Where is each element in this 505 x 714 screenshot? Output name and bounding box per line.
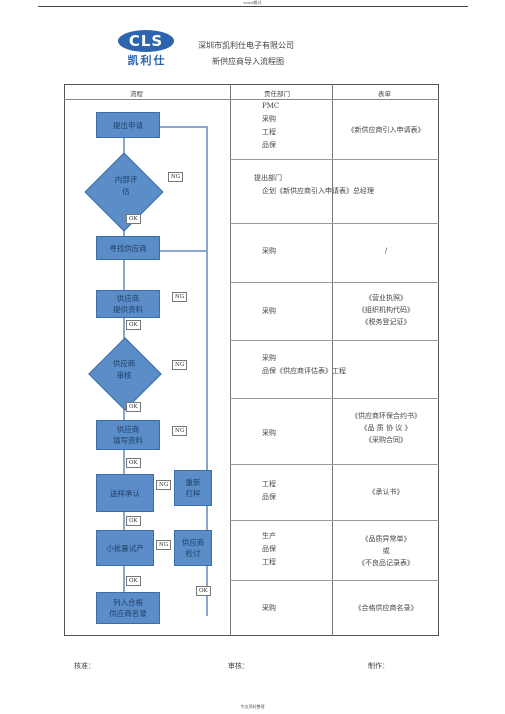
ok-label: OK xyxy=(126,576,141,586)
loop-mid xyxy=(160,250,208,252)
col-header-form: 表单 xyxy=(378,90,391,98)
form-cell: 《供应商环保合约书》《品 质 协 议 》《采购合同》 xyxy=(351,412,421,444)
decision-review-label: 内部评估 xyxy=(114,175,138,196)
step-resample: 重新打样 xyxy=(174,470,212,506)
ok-label: OK xyxy=(126,516,141,526)
dept-cell: 采购 xyxy=(262,247,276,255)
step-small-batch-trial: 小批量试产 xyxy=(96,530,154,566)
step-submit: 提出申请 xyxy=(96,112,160,138)
company-name: 深圳市凯利仕电子有限公司 xyxy=(198,41,294,50)
ng-label: NG xyxy=(172,360,188,370)
row-line xyxy=(230,223,439,224)
ng-label: NG xyxy=(168,172,184,182)
make-label: 制作： xyxy=(368,662,389,670)
dept-cell: 采购品保《供应商评估表》工程 xyxy=(262,354,346,375)
bottom-note: 专业资料整理 xyxy=(240,704,265,709)
form-cell: 《合格供应商名录》 xyxy=(354,604,418,612)
col-divider-1 xyxy=(230,84,231,636)
row-line xyxy=(230,398,439,399)
dept-cell: 采购 xyxy=(262,604,276,612)
dept-cell: 工程品保 xyxy=(262,480,276,501)
form-cell: 《品质异常单》或《不良品记录表》 xyxy=(358,535,414,567)
ng-label: NG xyxy=(172,426,188,436)
decision-audit-label: 供应商审核 xyxy=(112,359,136,380)
ok-label: OK xyxy=(126,320,141,330)
dept-cell: 生产品保工程 xyxy=(262,532,276,566)
process-table xyxy=(64,84,439,636)
row-line xyxy=(230,159,439,160)
review-label: 审核： xyxy=(228,662,249,670)
row-line xyxy=(230,520,439,521)
dept-cell: 采购 xyxy=(262,429,276,437)
ok-label: OK xyxy=(126,402,141,412)
approve-label: 核准： xyxy=(74,662,95,670)
logo-mark: CLS xyxy=(118,30,174,52)
top-note: word格式 xyxy=(243,0,262,5)
ok-label: OK xyxy=(126,214,141,224)
step-qualified-list: 列入合格供应商名录 xyxy=(96,592,160,624)
dept-cell: 采购 xyxy=(262,307,276,315)
loop-line xyxy=(206,126,208,616)
form-cell: / xyxy=(384,247,388,255)
col-header-dept: 责任部门 xyxy=(264,90,290,98)
row-line xyxy=(230,282,439,283)
logo-cn: 凯利仕 xyxy=(127,54,167,67)
col-header-process: 流程 xyxy=(130,90,143,98)
row-line xyxy=(230,340,439,341)
ok-label: OK xyxy=(196,586,211,596)
col-divider-2 xyxy=(332,84,333,636)
ok-label: OK xyxy=(126,458,141,468)
header-rule xyxy=(38,6,468,7)
form-cell: 《营业执照》《组织机构代码》《税务登记证》 xyxy=(358,294,414,326)
form-cell: 《承认书》 xyxy=(368,488,404,496)
loop-top xyxy=(160,126,208,128)
ng-label: NG xyxy=(172,292,188,302)
row-line xyxy=(230,580,439,581)
step-sample-approval: 送样承认 xyxy=(96,474,154,512)
ng-label: NG xyxy=(156,480,172,490)
ng-label: NG xyxy=(156,540,172,550)
step-supplier-review: 供应商检讨 xyxy=(174,530,212,566)
form-cell: 《新供应商引入申请表》 xyxy=(347,126,425,134)
step-find-supplier: 寻找供应商 xyxy=(96,236,160,260)
step-supplier-provide: 供应商提供资料 xyxy=(96,290,160,318)
header-divider xyxy=(64,99,439,100)
dept-cell: 提出部门企划《新供应商引入申请表》总经理 xyxy=(254,174,374,195)
company-logo: CLS 凯利仕 xyxy=(118,30,176,72)
document-title: 新供应商导入流程图 xyxy=(212,57,284,66)
row-line xyxy=(230,464,439,465)
step-fill-info: 供应商填写资料 xyxy=(96,420,160,450)
